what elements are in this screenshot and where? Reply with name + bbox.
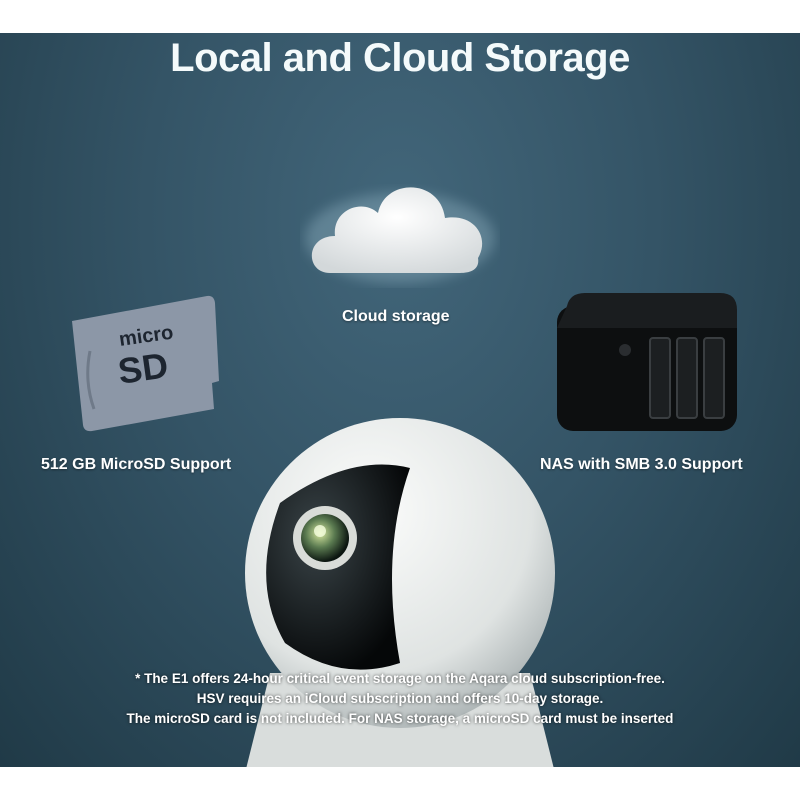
product-banner: Local and Cloud Storage Cloud storage mi…: [0, 33, 800, 767]
cloud-icon: [305, 187, 495, 283]
nas-support-label: NAS with SMB 3.0 Support: [540, 456, 743, 473]
footnote-line-3: The microSD card is not included. For NA…: [126, 711, 674, 726]
microsd-sd-text: SD: [115, 344, 170, 392]
security-camera-image: [245, 418, 555, 767]
footnote-line-2: HSV requires an iCloud subscription and …: [196, 691, 604, 706]
page-title: Local and Cloud Storage: [170, 36, 630, 80]
cloud-storage-label: Cloud storage: [342, 308, 450, 325]
nas-device-icon: [557, 293, 737, 431]
microsd-card-icon: micro SD: [72, 295, 219, 432]
microsd-support-label: 512 GB MicroSD Support: [41, 456, 232, 473]
footnote: * The E1 offers 24-hour critical event s…: [0, 669, 800, 729]
footnote-line-1: * The E1 offers 24-hour critical event s…: [135, 671, 665, 686]
